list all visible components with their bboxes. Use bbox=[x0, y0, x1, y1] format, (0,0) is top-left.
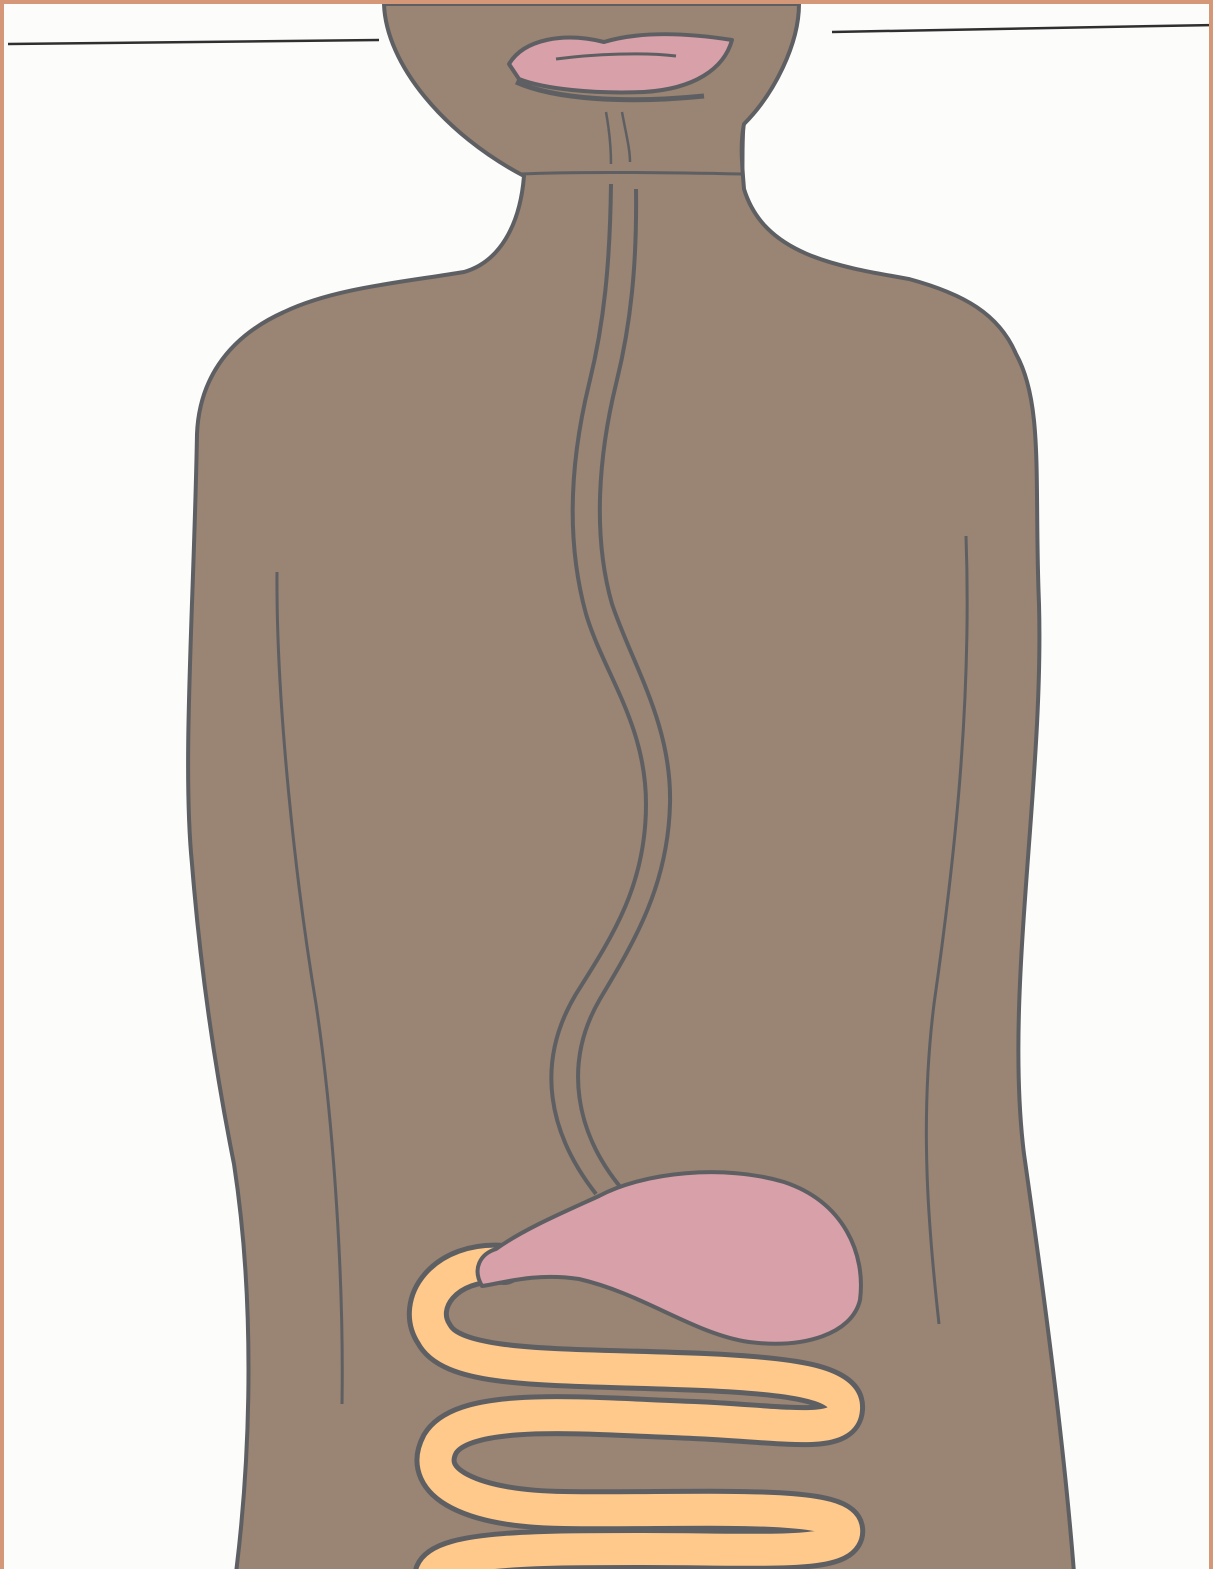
chin-line bbox=[519, 173, 742, 175]
body-silhouette bbox=[188, 4, 1074, 1569]
label-line-left bbox=[8, 40, 379, 44]
label-line-right bbox=[832, 25, 1213, 32]
jaw-line-right bbox=[742, 124, 744, 176]
digestive-system-illustration bbox=[4, 4, 1213, 1569]
